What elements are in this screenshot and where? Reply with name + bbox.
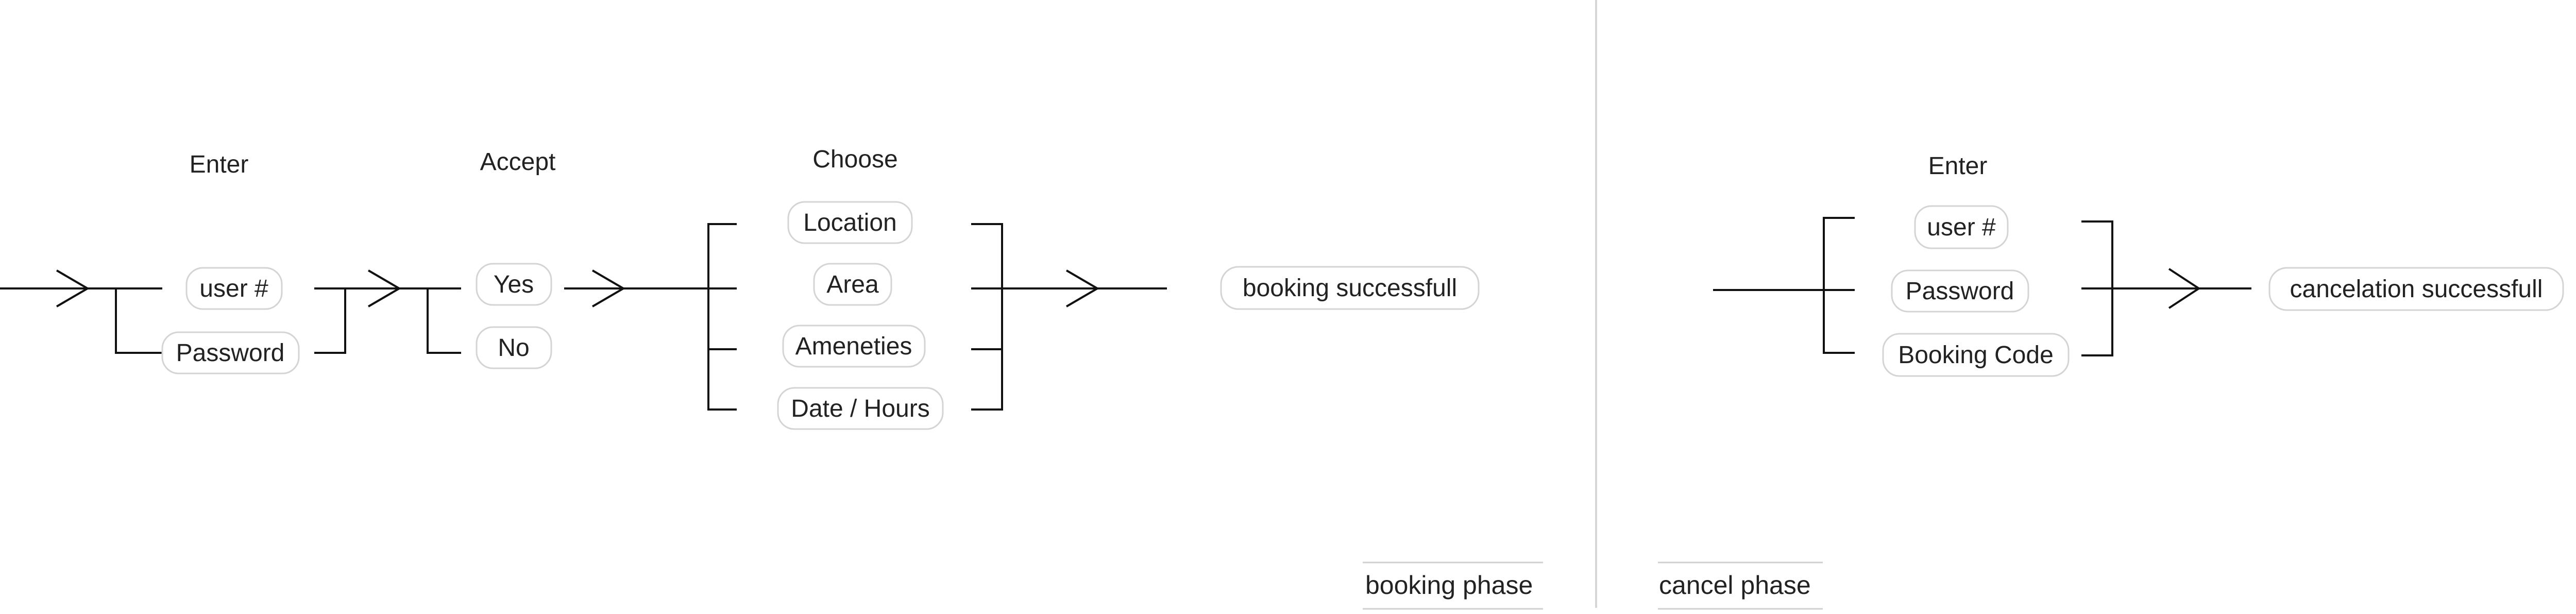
svg-text:user #: user #	[1927, 214, 1996, 241]
svg-text:booking phase: booking phase	[1365, 571, 1533, 600]
cancel-enter-pill-user: user #	[1914, 205, 2009, 249]
booking-choose-pill-ameneties: Ameneties	[782, 325, 926, 368]
cancel-enter-pill-password: Password	[1891, 269, 2029, 313]
svg-text:Location: Location	[803, 209, 896, 236]
booking-accept-pill-no: No	[476, 326, 552, 369]
booking-enter-bracket	[88, 287, 162, 354]
booking-enter-join	[314, 269, 402, 354]
cancel-result-pill: cancelation successfull	[2268, 267, 2564, 311]
booking-result-pill: booking successfull	[1220, 266, 1480, 310]
booking-phase-label: booking phase	[1363, 561, 1543, 610]
booking-accept-pill-yes: Yes	[476, 263, 552, 306]
svg-text:Yes: Yes	[494, 271, 534, 298]
booking-enter-pill-user: user #	[185, 267, 283, 310]
svg-text:Booking Code: Booking Code	[1898, 342, 2054, 369]
booking-enter-heading: Enter	[190, 151, 249, 178]
svg-text:Password: Password	[176, 339, 285, 367]
svg-text:booking successfull: booking successfull	[1243, 275, 1457, 302]
svg-text:No: No	[498, 334, 529, 362]
booking-choose-bracket-left	[707, 223, 737, 411]
booking-choose-pill-date-hours: Date / Hours	[777, 387, 944, 430]
booking-choose-pill-area: Area	[813, 263, 892, 306]
svg-text:Password: Password	[1906, 278, 2014, 305]
booking-accept-arrow	[564, 269, 708, 308]
svg-text:cancelation successfull: cancelation successfull	[2290, 276, 2543, 303]
svg-text:Ameneties: Ameneties	[795, 333, 912, 360]
cancel-enter-bracket	[1713, 217, 1855, 354]
cancel-enter-join	[2081, 220, 2251, 356]
svg-text:cancel phase: cancel phase	[1659, 571, 1811, 600]
cancel-enter-heading: Enter	[1928, 152, 1988, 180]
svg-text:Date / Hours: Date / Hours	[791, 395, 929, 422]
booking-enter-pill-password: Password	[161, 331, 300, 374]
booking-choose-pill-location: Location	[787, 201, 913, 244]
booking-accept-bracket	[402, 287, 461, 354]
booking-choose-bracket-right	[971, 223, 1167, 411]
cancel-enter-pill-booking-code: Booking Code	[1882, 333, 2070, 377]
svg-text:user #: user #	[199, 275, 268, 302]
svg-text:Area: Area	[826, 271, 879, 298]
booking-choose-heading: Choose	[812, 146, 897, 173]
cancel-phase-label: cancel phase	[1658, 561, 1823, 610]
booking-accept-heading: Accept	[480, 148, 556, 176]
